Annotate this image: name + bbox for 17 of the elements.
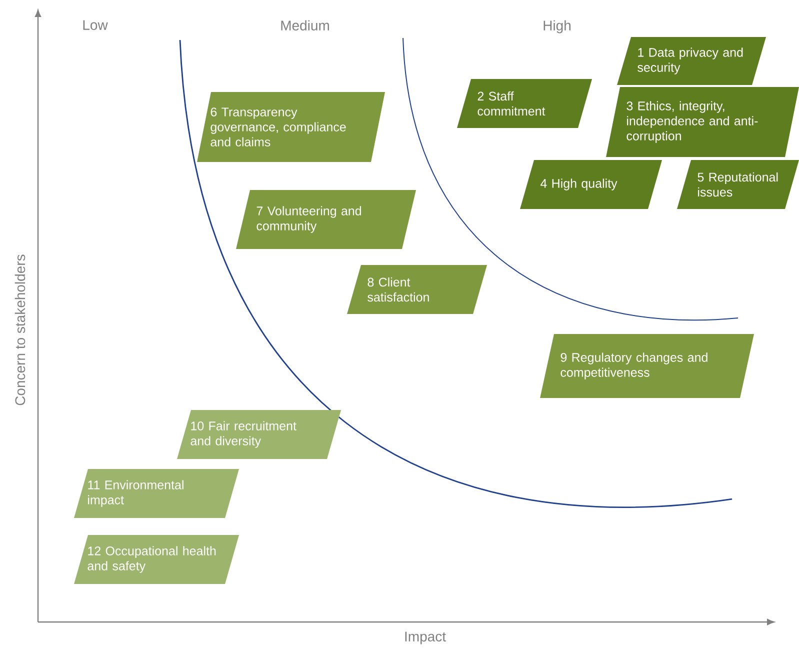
axis-category: High bbox=[544, 20, 570, 34]
axis-title: Concern to stakeholders bbox=[14, 254, 26, 406]
parallelogram-box: 6 Transparency governance, compliance and claims bbox=[197, 92, 385, 162]
parallelogram-box: 4 High quality bbox=[520, 160, 662, 209]
parallelogram-box: 12 Occupational health and safety bbox=[74, 535, 239, 584]
axis-category: Low bbox=[83, 20, 108, 30]
parallelogram-box: 1 Data privacy and security bbox=[617, 37, 766, 85]
parallelogram-box: 10 Fair recruitment and diversity bbox=[177, 410, 341, 459]
parallelogram-box: 9 Regulatory changes and competitiveness bbox=[540, 334, 754, 398]
parallelogram-box: 3 Ethics, integrity, independence and anti-corruption bbox=[606, 87, 799, 157]
parallelogram-box: 7 Volunteering and community bbox=[236, 190, 416, 249]
axis-category: Medium bbox=[281, 20, 329, 30]
parallelogram-box: 2 Staff commitment bbox=[457, 79, 592, 128]
parallelogram-box: 8 Client satisfaction bbox=[347, 265, 487, 314]
parallelogram-box: 11 Environmental impact bbox=[74, 469, 239, 518]
axis-title: Impact bbox=[405, 632, 446, 644]
parallelogram-box: 5 Reputational issues bbox=[677, 160, 799, 209]
